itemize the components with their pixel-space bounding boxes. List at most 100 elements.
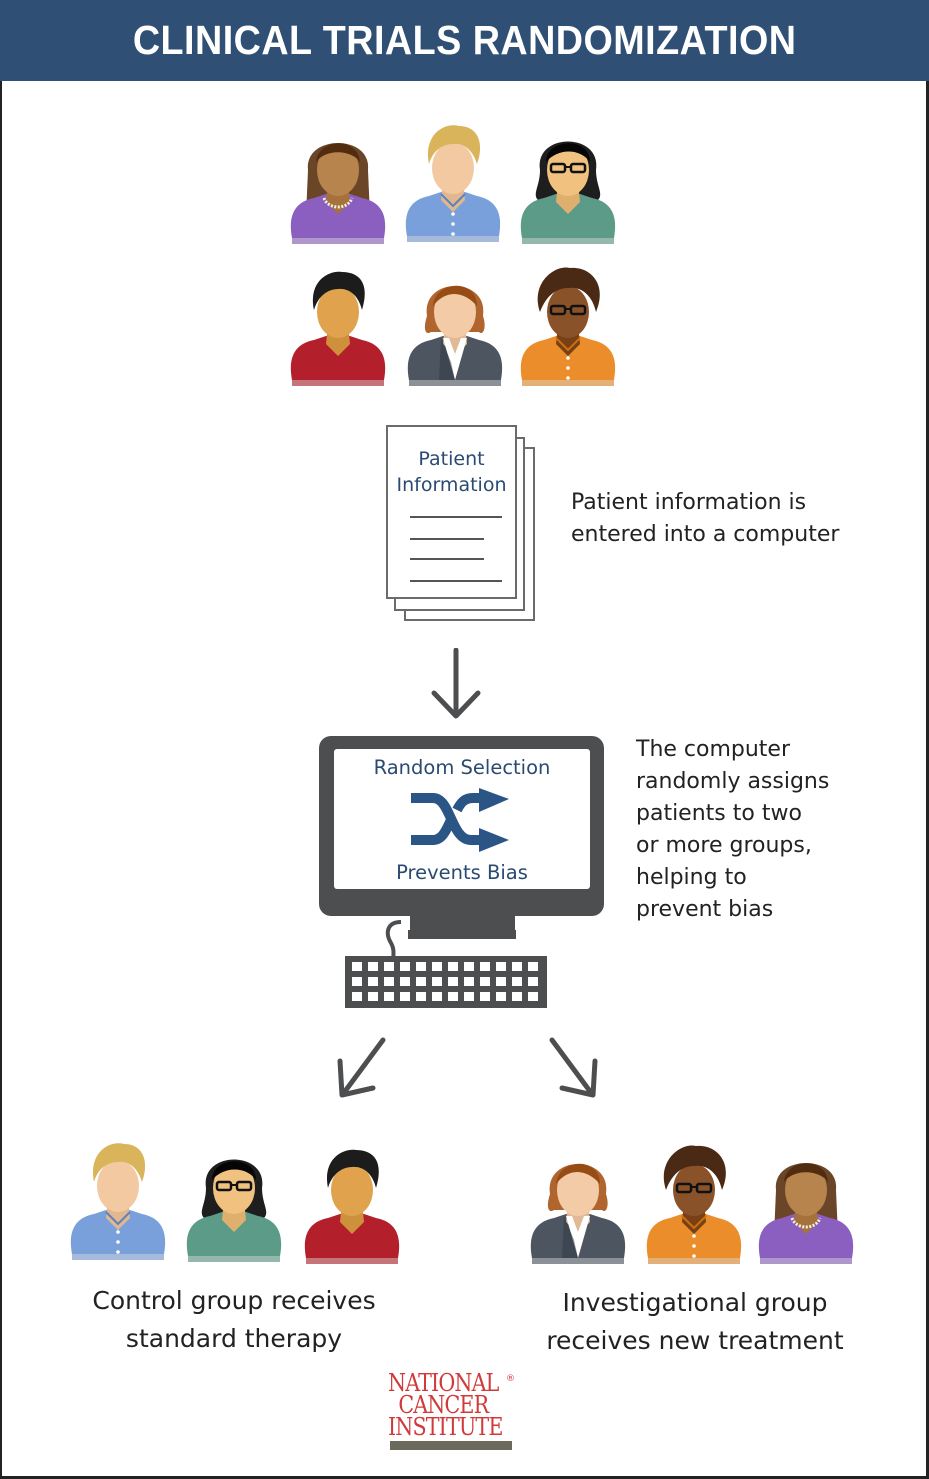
keyboard-key [352, 977, 362, 986]
investigational-patient-avatar [526, 1140, 630, 1268]
keyboard-key [416, 992, 426, 1001]
caption-line: helping to [636, 865, 747, 890]
investigational-group-caption: Investigational group receives new treat… [520, 1284, 870, 1360]
document-text-line [410, 538, 484, 540]
control-group-caption: Control group receives standard therapy [56, 1282, 412, 1358]
patient-avatar [516, 262, 620, 390]
logo-bar [390, 1441, 512, 1450]
control-patient-avatar [182, 1138, 286, 1266]
person-icon [520, 141, 616, 244]
person-icon [70, 1143, 166, 1260]
arrow-down-right-icon [549, 1037, 598, 1098]
keyboard-key [528, 992, 538, 1001]
keyboard-key [416, 977, 426, 986]
caption-line: patients to two [636, 801, 802, 826]
keyboard-key [400, 992, 410, 1001]
keyboard-key [464, 992, 474, 1001]
caption-line: Investigational group [562, 1288, 828, 1317]
document-title: Patient Information [386, 446, 517, 498]
registered-mark: ® [506, 1374, 515, 1384]
person-icon [407, 285, 503, 386]
document-text-line [410, 580, 502, 582]
logo-line: NATIONAL [388, 1369, 499, 1397]
keyboard-key [448, 977, 458, 986]
caption-line: entered into a computer [571, 522, 840, 547]
keyboard-key [352, 962, 362, 971]
keyboard-key [480, 962, 490, 971]
arrow-down-left-icon [337, 1037, 386, 1098]
keyboard-key [400, 977, 410, 986]
keyboard-key [432, 962, 442, 971]
monitor-graphic [319, 736, 604, 1008]
keyboard-key [528, 977, 538, 986]
person-icon [405, 125, 501, 242]
person-icon [758, 1163, 854, 1264]
investigational-patient-avatar [642, 1140, 746, 1268]
keyboard-key [496, 977, 506, 986]
document-text-line [410, 558, 484, 560]
person-icon [186, 1159, 282, 1262]
caption-line: Control group receives [92, 1286, 376, 1315]
person-icon [646, 1145, 742, 1264]
patient-avatar [516, 120, 620, 248]
keyboard-key [368, 962, 378, 971]
keyboard-key [384, 992, 394, 1001]
keyboard-key [400, 962, 410, 971]
keyboard-key [480, 977, 490, 986]
person-icon [290, 143, 386, 244]
keyboard-key [432, 992, 442, 1001]
screen-subheading: Prevents Bias [396, 861, 528, 884]
shuffle-icon [411, 788, 509, 852]
patient-avatar [286, 262, 390, 390]
patient-info-caption: Patient information is entered into a co… [571, 487, 839, 551]
caption-line: The computer [636, 737, 791, 762]
logo-line: INSTITUTE [388, 1413, 503, 1441]
caption-line: receives new treatment [546, 1326, 844, 1355]
person-icon [520, 267, 616, 386]
keyboard-key [528, 962, 538, 971]
patient-avatar [403, 262, 507, 390]
keyboard-key [464, 962, 474, 971]
document-text-line [410, 516, 502, 518]
keyboard-key [432, 977, 442, 986]
patient-avatar [286, 120, 390, 248]
document-title-line: Patient [418, 448, 485, 470]
keyboard-key [416, 962, 426, 971]
control-patient-avatar [66, 1136, 170, 1264]
document-sheet [386, 425, 517, 599]
page-title: CLINICAL TRIALS RANDOMIZATION [132, 17, 797, 63]
nci-logo: NATIONAL CANCER INSTITUTE ® [388, 1369, 515, 1452]
header-banner: CLINICAL TRIALS RANDOMIZATION [0, 0, 929, 81]
keyboard-key [464, 977, 474, 986]
person-icon [530, 1163, 626, 1264]
person-icon [304, 1149, 400, 1264]
patient-avatar [401, 118, 505, 246]
computer-icon: Random Selection Prevents Bias [315, 733, 610, 1013]
caption-line: standard therapy [125, 1324, 343, 1353]
keyboard-key [384, 962, 394, 971]
caption-line: randomly assigns [636, 769, 830, 794]
keyboard-key [496, 962, 506, 971]
keyboard-key [384, 977, 394, 986]
keyboard-key [368, 992, 378, 1001]
arrow-down-icon [431, 648, 481, 719]
screen-heading: Random Selection [373, 756, 551, 779]
caption-line: or more groups, [636, 833, 812, 858]
keyboard-key [480, 992, 490, 1001]
caption-line: prevent bias [636, 897, 774, 922]
keyboard-key [448, 962, 458, 971]
keyboard-key [368, 977, 378, 986]
keyboard-key [512, 977, 522, 986]
patient-information-document-icon: Patient Information [384, 423, 544, 625]
keyboard-key [448, 992, 458, 1001]
investigational-patient-avatar [754, 1140, 858, 1268]
person-icon [290, 271, 386, 386]
logo-line: CANCER [398, 1391, 489, 1419]
computer-caption: The computer randomly assigns patients t… [636, 734, 829, 926]
keyboard-key [512, 992, 522, 1001]
caption-line: Patient information is [571, 490, 807, 515]
control-patient-avatar [300, 1140, 404, 1268]
document-title-line: Information [396, 474, 507, 496]
keyboard-key [352, 992, 362, 1001]
keyboard-key [512, 962, 522, 971]
